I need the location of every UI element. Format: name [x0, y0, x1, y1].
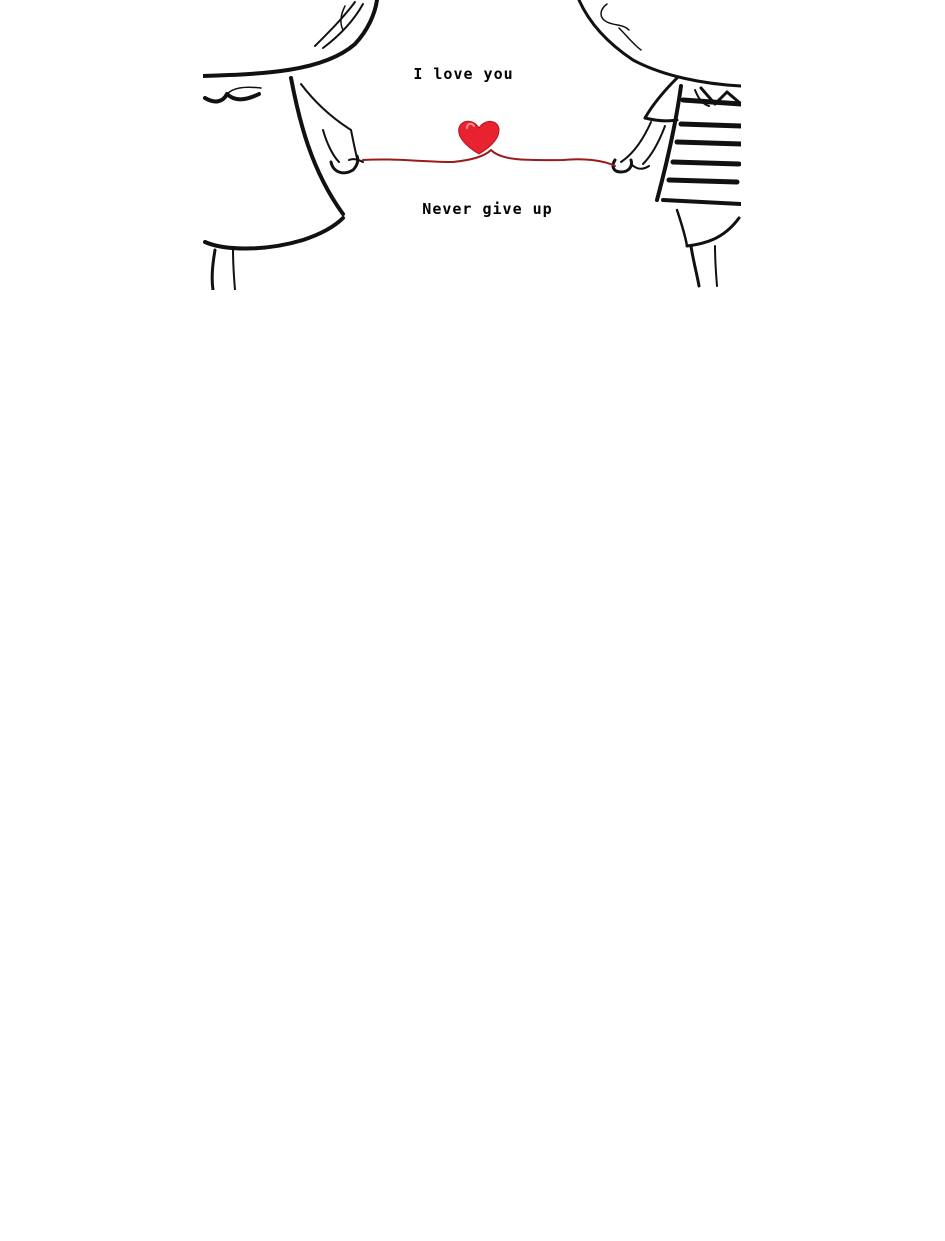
encouragement-message: Never give up: [422, 200, 553, 218]
right-figure: [577, 0, 741, 288]
red-string: [362, 149, 616, 167]
left-figure: [203, 0, 379, 290]
couple-drawing: [203, 0, 741, 290]
heart-icon: [458, 120, 500, 155]
couple-illustration: [203, 0, 741, 290]
love-message: I love you: [413, 65, 514, 83]
